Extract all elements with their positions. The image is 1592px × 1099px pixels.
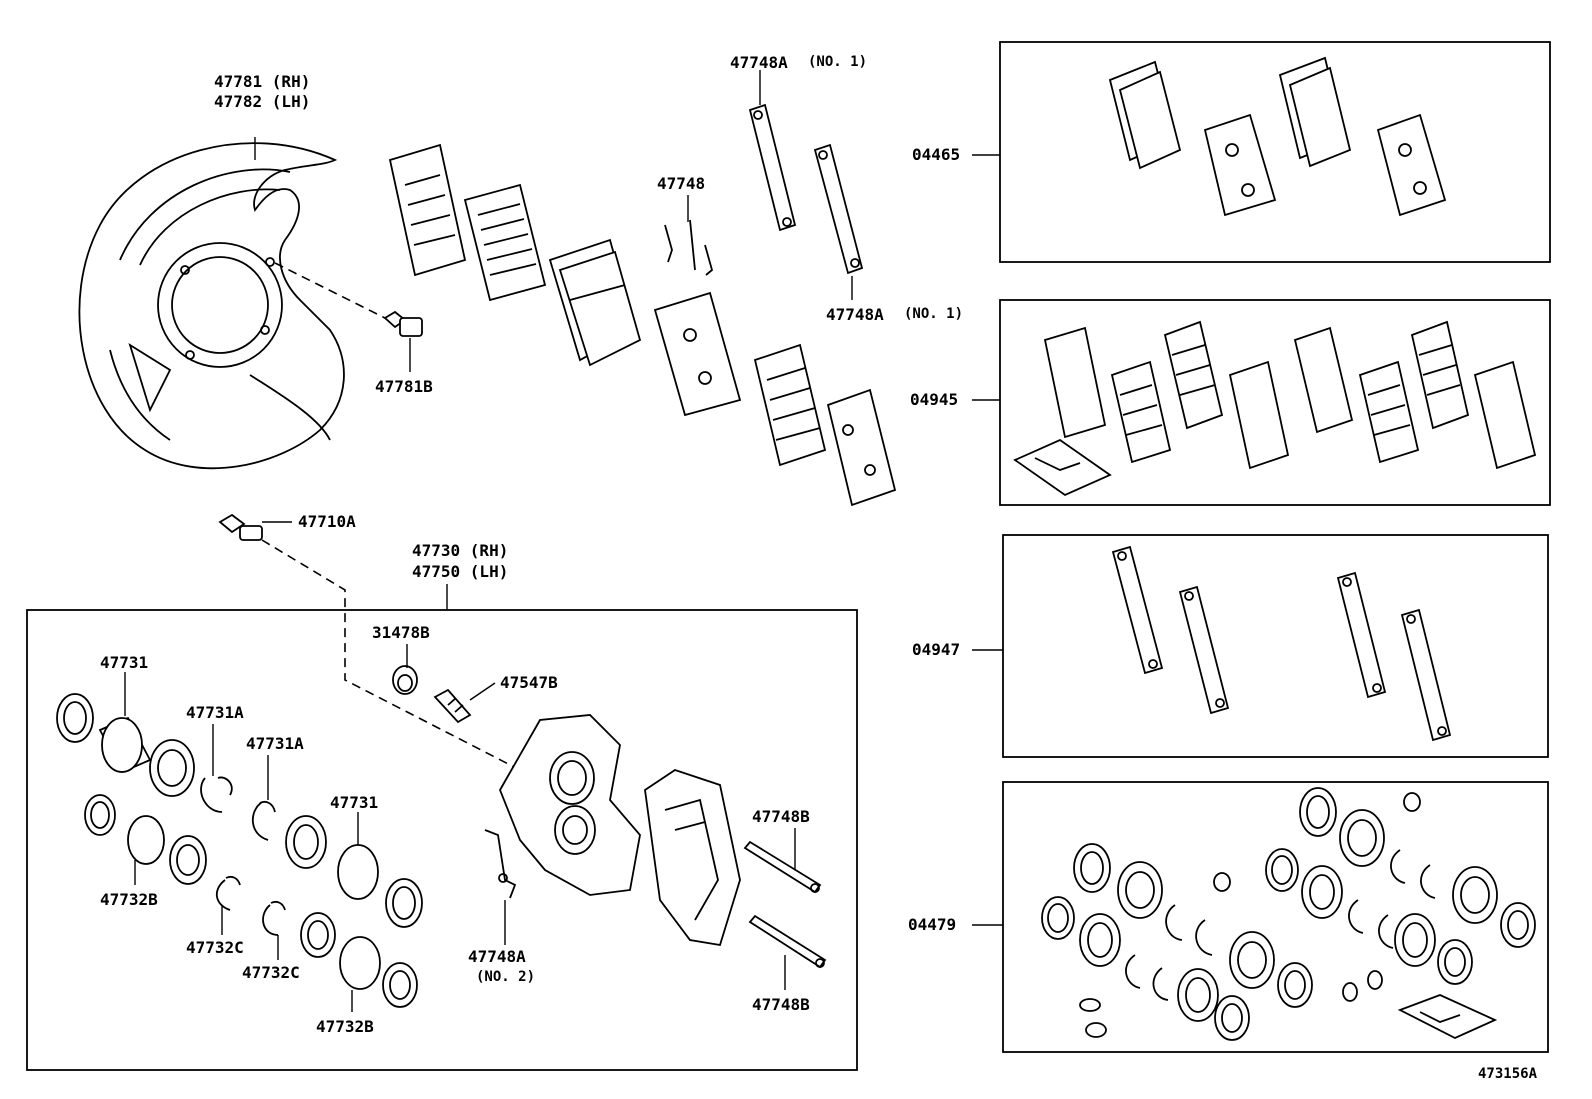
cap-label: 31478B (372, 623, 430, 642)
clip-no2-label: 47748A (468, 947, 526, 966)
piston-seal-set-part (56, 693, 423, 1008)
shield-rh-label: 47781 (RH) (214, 72, 310, 91)
caliper-bolt-part (218, 513, 263, 541)
spring-label: 47748 (657, 174, 705, 193)
pad-clip-left-part (748, 103, 797, 232)
shield-lh-label: 47782 (LH) (214, 92, 310, 111)
ring-a2-label: 47731A (246, 734, 304, 753)
bleeder-cap-part (392, 665, 418, 695)
shim-kit-parts (1013, 320, 1537, 497)
pad-kit-parts (1108, 56, 1447, 217)
pad-kit-box (999, 41, 1551, 263)
clip-kit-box (1002, 534, 1549, 758)
dust-shield-part (78, 142, 345, 470)
clip-top-left-note: (NO. 1) (808, 54, 867, 70)
shim-kit-box (999, 299, 1551, 506)
pad-clip-right-part (813, 143, 864, 275)
shim-kit-label: 04945 (910, 390, 958, 409)
brake-pad-inner-part (653, 291, 742, 417)
clip-kit-label: 04947 (912, 640, 960, 659)
caliper-bolt-label: 47710A (298, 512, 356, 531)
seal-kit-box (1002, 781, 1549, 1053)
figure-code: 473156A (1478, 1066, 1538, 1082)
caliper-lh-label: 47750 (LH) (412, 562, 508, 581)
caliper-body-part (499, 714, 741, 947)
clip-top-right-note: (NO. 1) (904, 306, 963, 322)
clip-top-left-label: 47748A (730, 53, 788, 72)
piston-bottom-label: 47732B (316, 1017, 374, 1036)
brake-pad-outer-part (548, 238, 642, 367)
shim-inner-2-part (753, 343, 827, 467)
pad-pin-bottom-part (748, 914, 827, 969)
bleeder-label: 47547B (500, 673, 558, 692)
clip-top-right-label: 47748A (826, 305, 884, 324)
pin-top-label: 47748B (752, 807, 810, 826)
caliper-rh-label: 47730 (RH) (412, 541, 508, 560)
shield-bolt-label: 47781B (375, 377, 433, 396)
bleeder-screw-part (433, 688, 472, 724)
ring-c1-label: 47732C (186, 938, 244, 957)
pin-bottom-label: 47748B (752, 995, 810, 1014)
piston-left-label: 47732B (100, 890, 158, 909)
ring-a1-label: 47731A (186, 703, 244, 722)
pad-pin-top-part (743, 840, 822, 894)
shim-inner-3-part (826, 388, 897, 507)
seal-top-left-label: 47731 (100, 653, 148, 672)
shim-outer-part (388, 143, 467, 277)
caliper-group-box (26, 609, 858, 1071)
seal-kit-label: 04479 (908, 915, 956, 934)
seal-kit-parts (1041, 787, 1536, 1041)
pad-spring-part (664, 219, 714, 276)
pad-clip-no2-part (484, 829, 517, 899)
clip-kit-parts (1111, 545, 1452, 742)
shield-bolt-part (383, 310, 423, 372)
ring-c2-label: 47732C (242, 963, 300, 982)
clip-no2-note: (NO. 2) (476, 969, 535, 985)
seal-mid-label: 47731 (330, 793, 378, 812)
pad-kit-label: 04465 (912, 145, 960, 164)
shim-inner-part (463, 183, 547, 302)
